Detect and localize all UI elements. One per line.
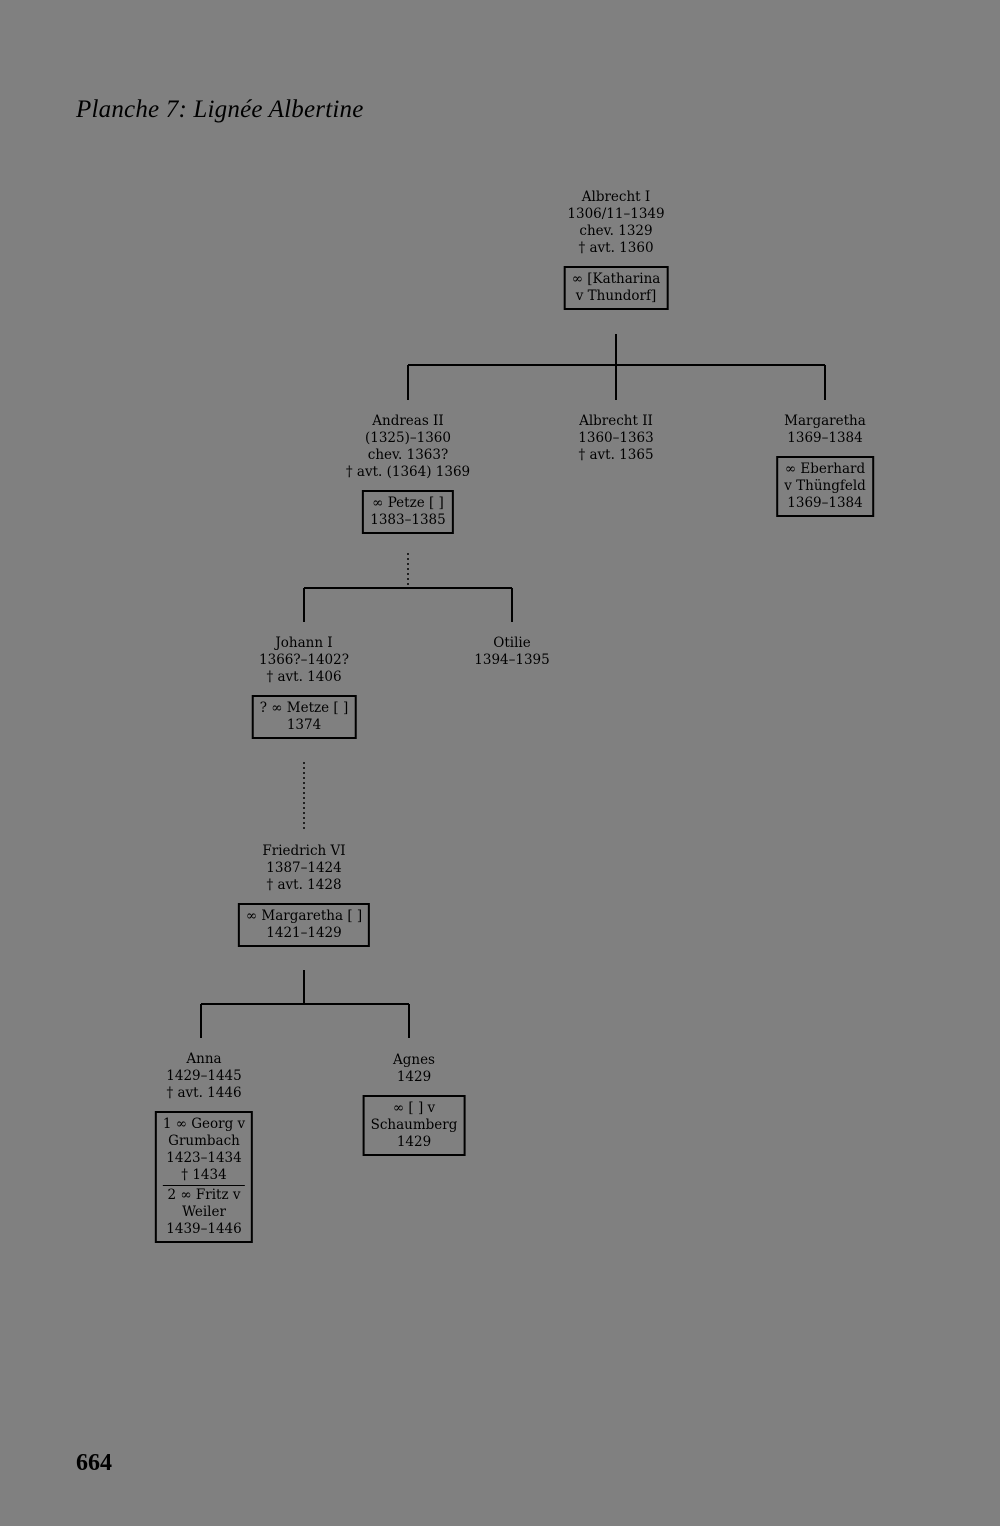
- spouse-line: v Thundorf]: [575, 288, 657, 304]
- person-death: † avt. 1446: [166, 1085, 242, 1101]
- spouse-line: ? ∞ Metze [ ]: [259, 700, 349, 716]
- page-number: 664: [76, 1450, 112, 1476]
- person-name: Albrecht I: [581, 189, 651, 205]
- spouse-box: ∞ Margaretha [ ] 1421–1429: [237, 903, 371, 947]
- person-death: † avt. (1364) 1369: [345, 464, 471, 480]
- person-andreas-ii: Andreas II (1325)–1360 chev. 1363? † avt…: [346, 413, 470, 534]
- spouse-box: 1 ∞ Georg v Grumbach 1423–1434 † 1434 2 …: [154, 1111, 254, 1243]
- person-dates: 1429: [396, 1069, 432, 1085]
- spouse-line: ∞ Petze [ ]: [372, 495, 444, 511]
- person-johann-i: Johann I 1366?–1402? † avt. 1406 ? ∞ Met…: [251, 635, 357, 739]
- person-dates: 1387–1424: [266, 860, 342, 876]
- person-friedrich-vi: Friedrich VI 1387–1424 † avt. 1428 ∞ Mar…: [237, 843, 371, 947]
- person-knighted: chev. 1363?: [367, 447, 449, 463]
- person-name: Margaretha: [784, 413, 866, 429]
- spouse-box: ∞ Petze [ ] 1383–1385: [362, 490, 454, 534]
- person-dates: 1360–1363: [578, 430, 654, 446]
- spouse-line: ∞ Eberhard: [784, 461, 866, 477]
- spouse-line: ∞ [Katharina: [571, 271, 661, 287]
- person-margaretha: Margaretha 1369–1384 ∞ Eberhard v Thüngf…: [776, 413, 874, 517]
- person-dates: 1306/11–1349: [567, 206, 665, 222]
- person-name: Andreas II: [372, 413, 444, 429]
- spouse-line: ∞ [ ] v: [392, 1100, 436, 1116]
- person-dates: 1429–1445: [166, 1068, 242, 1084]
- person-name: Anna: [186, 1051, 222, 1067]
- person-dates: 1369–1384: [787, 430, 863, 446]
- spouse2-line: 1439–1446: [166, 1221, 242, 1237]
- person-name: Otilie: [493, 635, 531, 651]
- spouse-line: v Thüngfeld: [784, 478, 866, 494]
- person-dates: 1394–1395: [474, 652, 550, 668]
- spouse-line: Schaumberg: [370, 1117, 458, 1133]
- person-name: Albrecht II: [579, 413, 653, 429]
- spouse-line: ∞ Margaretha [ ]: [245, 908, 363, 924]
- spouse-line: 1423–1434: [166, 1150, 242, 1166]
- person-dates: (1325)–1360: [364, 430, 451, 446]
- person-knighted: chev. 1329: [579, 223, 653, 239]
- person-name: Friedrich VI: [262, 843, 346, 859]
- spouse-box: ? ∞ Metze [ ] 1374: [251, 695, 357, 739]
- person-name: Johann I: [275, 635, 333, 651]
- person-otilie: Otilie 1394–1395: [474, 635, 549, 669]
- spouse-box: ∞ [ ] v Schaumberg 1429: [362, 1095, 466, 1156]
- person-anna: Anna 1429–1445 † avt. 1446 1 ∞ Georg v G…: [154, 1051, 254, 1243]
- spouse-box: ∞ Eberhard v Thüngfeld 1369–1384: [776, 456, 874, 517]
- person-albrecht-i: Albrecht I 1306/11–1349 chev. 1329 † avt…: [563, 189, 669, 310]
- spouse2-line: Weiler: [182, 1204, 226, 1220]
- spouse-box: ∞ [Katharina v Thundorf]: [563, 266, 669, 310]
- spouse-line: † 1434: [181, 1167, 227, 1183]
- page-title: Planche 7: Lignée Albertine: [76, 96, 364, 123]
- person-name: Agnes: [392, 1052, 435, 1068]
- person-dates: 1366?–1402?: [259, 652, 349, 668]
- spouse-line: 1383–1385: [370, 512, 446, 528]
- spouse-line: 1 ∞ Georg v: [162, 1116, 246, 1132]
- person-albrecht-ii: Albrecht II 1360–1363 † avt. 1365: [578, 413, 653, 464]
- person-death: † avt. 1365: [578, 447, 654, 463]
- person-death: † avt. 1360: [578, 240, 654, 256]
- person-death: † avt. 1406: [266, 669, 342, 685]
- person-agnes: Agnes 1429 ∞ [ ] v Schaumberg 1429: [362, 1052, 466, 1156]
- spouse-divider: [162, 1185, 246, 1186]
- spouse-line: 1374: [286, 717, 322, 733]
- spouse-line: 1421–1429: [266, 925, 342, 941]
- person-death: † avt. 1428: [266, 877, 342, 893]
- spouse2-line: 2 ∞ Fritz v: [167, 1187, 241, 1203]
- spouse-line: 1369–1384: [787, 495, 863, 511]
- spouse-line: 1429: [396, 1134, 432, 1150]
- spouse-line: Grumbach: [168, 1133, 240, 1149]
